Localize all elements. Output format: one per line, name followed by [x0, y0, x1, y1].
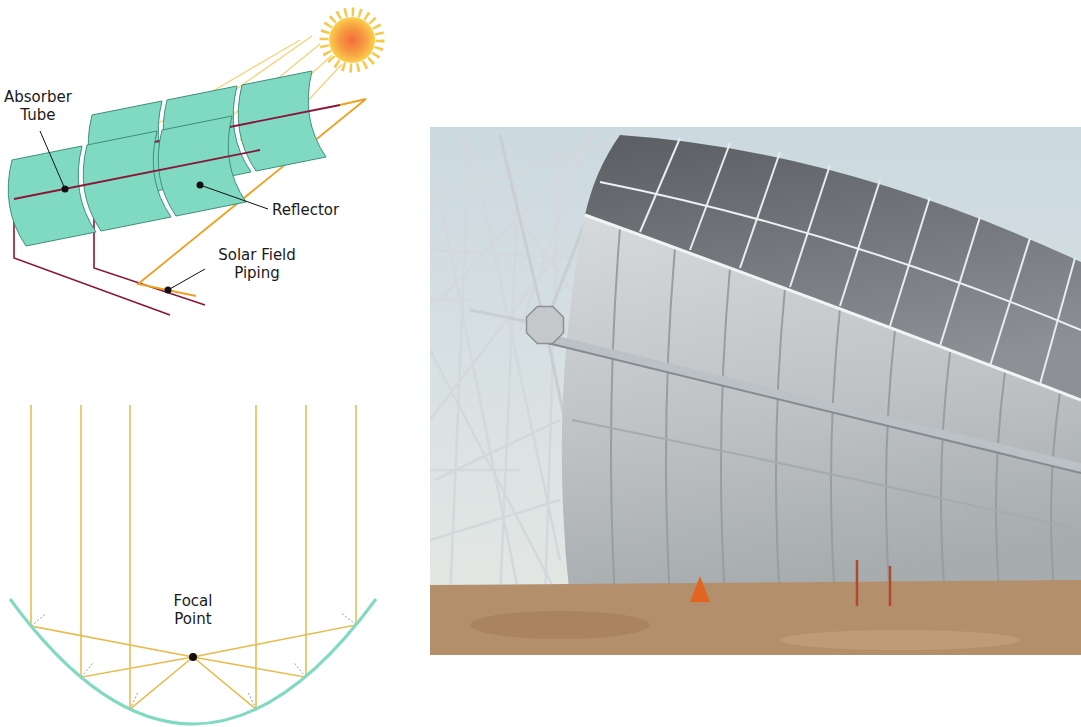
traffic-cone — [690, 576, 710, 602]
leader-line — [168, 269, 205, 290]
reflector-panel — [8, 146, 96, 246]
trough-field-sketch — [8, 12, 380, 315]
mirror-upper — [585, 135, 1081, 400]
ground-patch — [780, 630, 1020, 650]
part-label: Absorber Tube — [4, 88, 72, 124]
drive-hub — [527, 307, 564, 344]
leader-dot — [165, 287, 172, 294]
leader-dot — [197, 182, 204, 189]
ground — [430, 580, 1081, 655]
point-label: Focal Point — [174, 592, 213, 628]
trough-photo — [430, 127, 1081, 655]
stake — [857, 560, 890, 606]
reflector-panel — [83, 131, 171, 231]
parabola-ray-diagram — [10, 405, 376, 724]
mirror-seam — [585, 215, 1081, 400]
leader-line — [200, 185, 268, 209]
torque-tube-shade — [535, 340, 1081, 473]
reflector-panel — [158, 116, 246, 216]
leader-line — [40, 131, 65, 189]
panel-rib — [572, 420, 1081, 530]
leader-dot — [62, 186, 69, 193]
mirror-seam — [640, 138, 1075, 384]
sun — [329, 17, 375, 63]
torque-tube — [535, 335, 1081, 468]
focal-dot — [189, 653, 197, 661]
light-ray — [31, 405, 356, 709]
sky — [430, 127, 1081, 655]
part-label: Reflector — [272, 201, 339, 219]
sun-spikes — [324, 12, 380, 68]
ground-patch — [470, 611, 650, 639]
part-label: Solar Field Piping — [207, 246, 307, 282]
reflector-panel — [238, 71, 326, 171]
